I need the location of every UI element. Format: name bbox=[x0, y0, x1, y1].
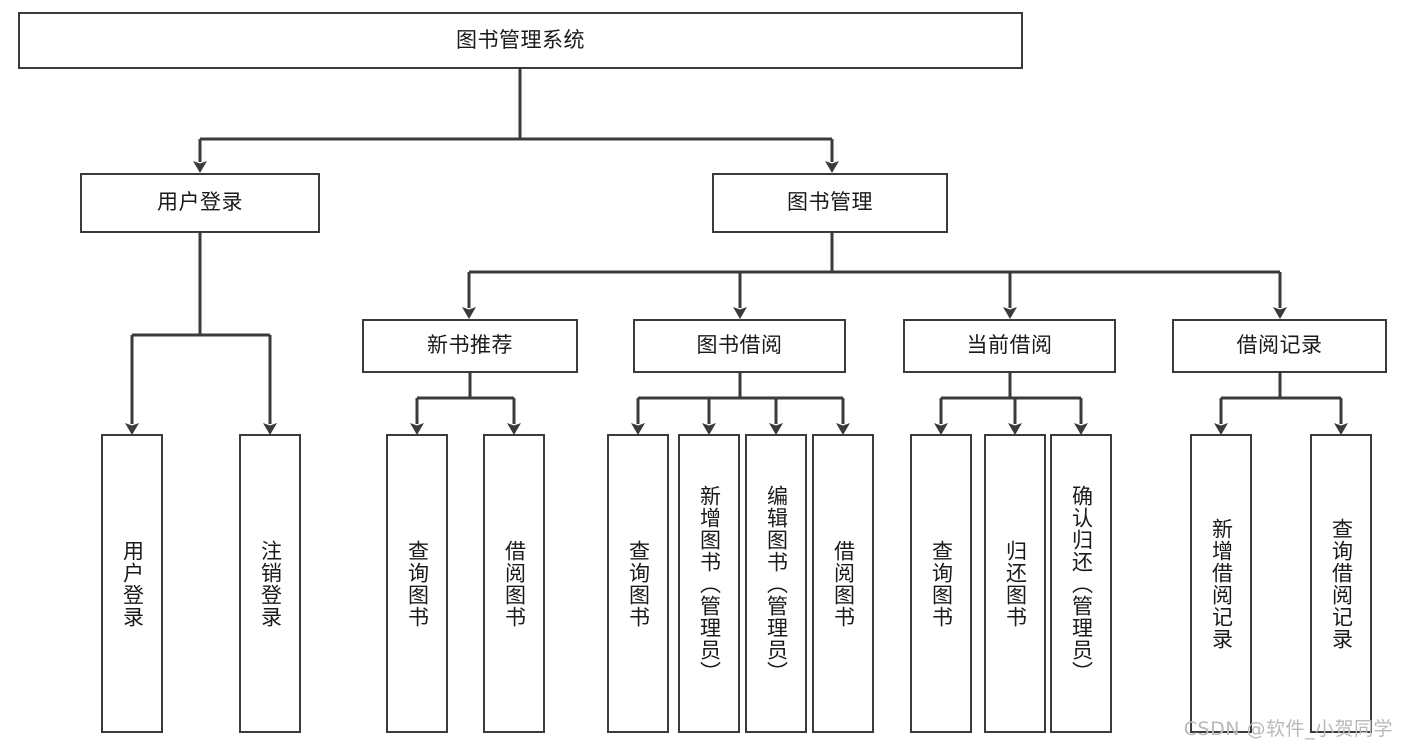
node-leaf-query-record[interactable]: 查询借阅记录 bbox=[1310, 434, 1372, 733]
leaf-label: 查询图书 bbox=[929, 539, 954, 628]
leaf-label: 查询图书 bbox=[405, 539, 430, 628]
leaf-text-wrap: 查询图书 bbox=[912, 436, 970, 731]
node-leaf-return-book[interactable]: 归还图书 bbox=[984, 434, 1046, 733]
node-leaf-add-book[interactable]: 新增图书（管理员） bbox=[678, 434, 740, 733]
leaf-label: 新增借阅记录 bbox=[1209, 517, 1234, 650]
node-user-login[interactable]: 用户登录 bbox=[80, 173, 320, 233]
leaf-label: 用户登录 bbox=[120, 539, 145, 628]
node-leaf-user-login[interactable]: 用户登录 bbox=[101, 434, 163, 733]
leaf-text-wrap: 编辑图书（管理员） bbox=[747, 436, 805, 731]
node-leaf-borrow-book-rec[interactable]: 借阅图书 bbox=[483, 434, 545, 733]
leaf-text-wrap: 新增图书（管理员） bbox=[680, 436, 738, 731]
leaf-text-wrap: 查询图书 bbox=[388, 436, 446, 731]
leaf-label: 借阅图书 bbox=[831, 539, 856, 628]
leaf-text-wrap: 查询借阅记录 bbox=[1312, 436, 1370, 731]
leaf-label: 编辑图书（管理员） bbox=[764, 484, 789, 683]
leaf-text-wrap: 用户登录 bbox=[103, 436, 161, 731]
leaf-label: 新增图书（管理员） bbox=[697, 484, 722, 683]
leaf-text-wrap: 借阅图书 bbox=[814, 436, 872, 731]
node-leaf-confirm-return[interactable]: 确认归还（管理员） bbox=[1050, 434, 1112, 733]
node-book-borrow[interactable]: 图书借阅 bbox=[633, 319, 846, 373]
node-leaf-query-book-rec[interactable]: 查询图书 bbox=[386, 434, 448, 733]
node-leaf-borrow-book[interactable]: 借阅图书 bbox=[812, 434, 874, 733]
leaf-text-wrap: 查询图书 bbox=[609, 436, 667, 731]
leaf-label: 归还图书 bbox=[1003, 539, 1028, 628]
node-root[interactable]: 图书管理系统 bbox=[18, 12, 1023, 69]
node-new-book-rec[interactable]: 新书推荐 bbox=[362, 319, 578, 373]
leaf-text-wrap: 注销登录 bbox=[241, 436, 299, 731]
node-current-borrow[interactable]: 当前借阅 bbox=[903, 319, 1116, 373]
leaf-text-wrap: 新增借阅记录 bbox=[1192, 436, 1250, 731]
leaf-label: 借阅图书 bbox=[502, 539, 527, 628]
leaf-text-wrap: 归还图书 bbox=[986, 436, 1044, 731]
leaf-label: 查询借阅记录 bbox=[1329, 517, 1354, 650]
node-book-manage[interactable]: 图书管理 bbox=[712, 173, 948, 233]
csdn-watermark: CSDN @软件_小贺同学 bbox=[1183, 718, 1393, 740]
leaf-text-wrap: 借阅图书 bbox=[485, 436, 543, 731]
leaf-label: 查询图书 bbox=[626, 539, 651, 628]
node-leaf-edit-book[interactable]: 编辑图书（管理员） bbox=[745, 434, 807, 733]
node-leaf-user-logout[interactable]: 注销登录 bbox=[239, 434, 301, 733]
node-leaf-query-book-cur[interactable]: 查询图书 bbox=[910, 434, 972, 733]
node-borrow-record[interactable]: 借阅记录 bbox=[1172, 319, 1387, 373]
leaf-text-wrap: 确认归还（管理员） bbox=[1052, 436, 1110, 731]
leaf-label: 确认归还（管理员） bbox=[1069, 484, 1094, 683]
leaf-label: 注销登录 bbox=[258, 539, 283, 628]
node-leaf-add-record[interactable]: 新增借阅记录 bbox=[1190, 434, 1252, 733]
node-leaf-query-book-borrow[interactable]: 查询图书 bbox=[607, 434, 669, 733]
